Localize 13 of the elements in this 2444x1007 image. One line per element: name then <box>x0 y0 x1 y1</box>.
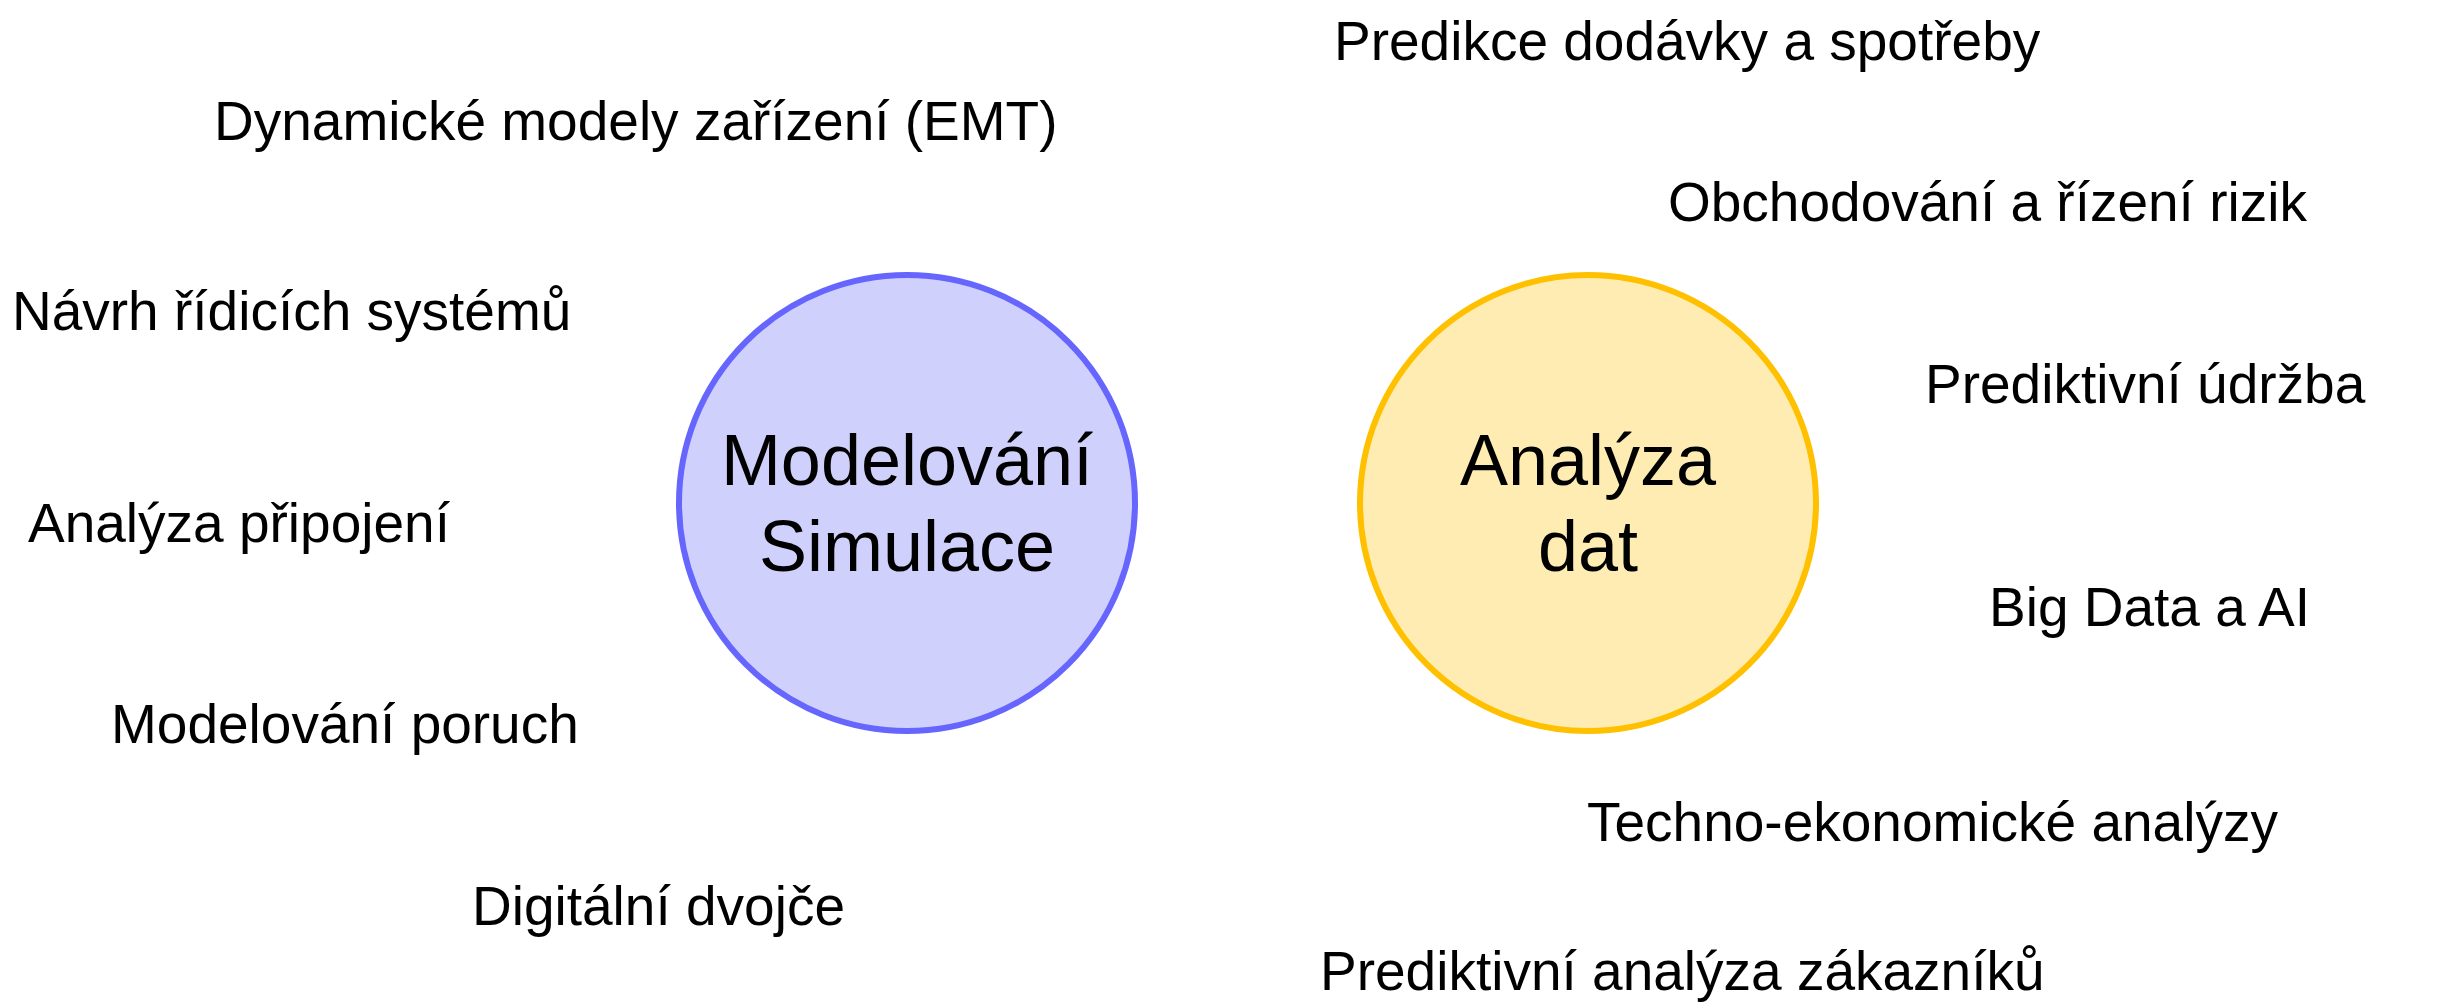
topic-label: Big Data a AI <box>1989 576 2311 640</box>
circle-label: Modelování Simulace <box>719 418 1095 588</box>
topic-label: Dynamické modely zařízení (EMT) <box>214 90 1058 154</box>
circle-label: Analýza dat <box>1458 418 1718 588</box>
topic-label: Prediktivní analýza zákazníků <box>1320 940 2045 1004</box>
topic-label: Prediktivní údržba <box>1925 353 2366 417</box>
topic-label: Predikce dodávky a spotřeby <box>1334 10 2041 74</box>
topic-label: Obchodování a řízení rizik <box>1668 171 2307 235</box>
topic-label: Techno-ekonomické analýzy <box>1587 791 2278 855</box>
topic-label: Modelování poruch <box>111 693 579 757</box>
topic-label: Návrh řídicích systémů <box>12 280 572 344</box>
topic-label: Analýza připojení <box>28 492 450 556</box>
topic-label: Digitální dvojče <box>472 875 845 939</box>
